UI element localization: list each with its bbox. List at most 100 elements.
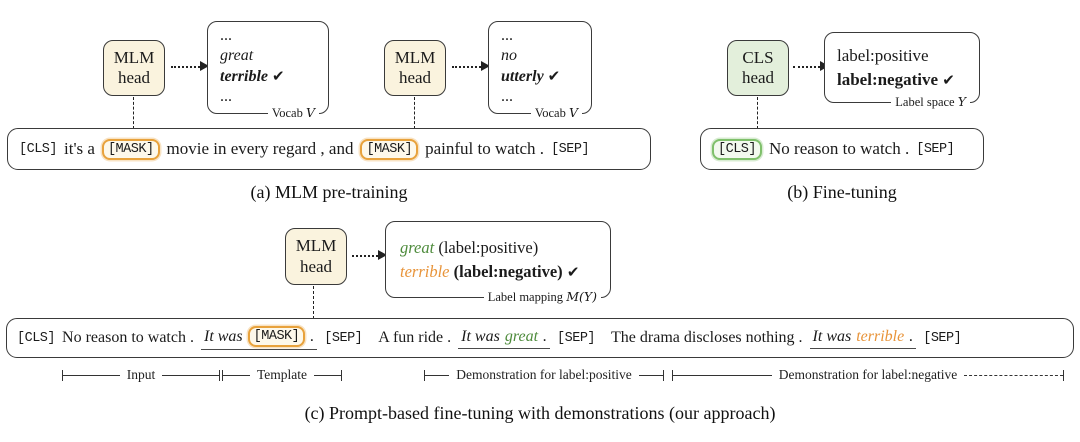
sep-token: [SEP]	[324, 330, 363, 346]
sentence-box-a: [CLS] it's a [MASK] movie in every regar…	[7, 128, 651, 170]
vocab-word-1: no	[501, 47, 517, 64]
demo-negative-suffix: .	[909, 327, 914, 345]
mapping-word-terrible: terrible	[400, 261, 450, 281]
cls-token-highlighted: [CLS]	[712, 138, 763, 160]
mask-token: [MASK]	[360, 138, 419, 160]
vocab-list-1: ... great terrible ✔ ...	[208, 22, 328, 113]
vocab-list-2: ... no utterly ✔ ...	[489, 22, 591, 113]
span-demo-positive-label: Demonstration for label:positive	[456, 367, 632, 382]
template-prefix: It was	[203, 327, 243, 345]
label-positive: label:positive	[837, 45, 929, 65]
span-demo-positive: Demonstration for label:positive	[424, 366, 664, 384]
caption-b: (b) Fine-tuning	[787, 182, 897, 202]
vocab-box-2: ... no utterly ✔ ... Vocab V	[488, 21, 592, 121]
demo-negative-template: It was terrible .	[809, 327, 917, 349]
dashed-arrow-icon	[793, 60, 829, 71]
sentence-b-text: No reason to watch .	[769, 139, 910, 158]
dashed-arrow-icon	[352, 249, 387, 260]
label-negative: label:negative	[837, 69, 939, 89]
bracket-line	[314, 374, 341, 376]
vocab-tag-2-text: Vocab	[534, 106, 566, 120]
demo-positive-template: It was great .	[458, 327, 551, 349]
bracket-line	[425, 374, 450, 376]
ellipsis-top: ...	[220, 27, 232, 44]
label-space-tag-text: Label space	[895, 95, 955, 109]
ellipsis-bottom: ...	[220, 88, 232, 105]
span-input: Input	[62, 366, 220, 384]
demo-negative-word: terrible	[856, 327, 905, 345]
ellipsis-top: ...	[501, 27, 513, 44]
check-icon: ✔	[942, 70, 955, 89]
span-demo-negative-label: Demonstration for label:negative	[778, 367, 958, 382]
template-suffix: .	[310, 327, 315, 345]
mapping-word-great: great	[400, 238, 435, 258]
sep-token: [SEP]	[916, 141, 955, 157]
dashed-connector-line	[133, 97, 134, 129]
dashed-connector-line	[313, 286, 314, 319]
vocab-word-2: terrible	[220, 68, 268, 85]
bracket-line	[673, 374, 772, 376]
cls-token: [CLS]	[19, 141, 58, 157]
sep-token: [SEP]	[923, 330, 962, 346]
bracket-tick	[62, 369, 64, 381]
sep-token: [SEP]	[551, 141, 590, 157]
demo-negative-text: The drama discloses nothing .	[611, 329, 803, 346]
cls-head-line1: CLS	[742, 47, 774, 67]
input-text: No reason to watch .	[62, 329, 194, 346]
mlm-head-box-2: MLM head	[384, 40, 446, 96]
label-space-tag: Label space Y	[891, 94, 970, 110]
sentence-a-text-1: it's a	[64, 139, 95, 158]
bracket-tick	[1062, 369, 1065, 381]
mapping-row-negative: terrible (label:negative) ✔	[400, 260, 610, 283]
vocab-symbol-1: V	[305, 105, 315, 120]
span-template: Template	[222, 366, 343, 384]
span-template-label: Template	[256, 367, 308, 382]
mlm-head-box-1: MLM head	[103, 40, 165, 96]
bracket-line	[162, 374, 219, 376]
bracket-tick	[424, 369, 426, 381]
vocab-word-1: great	[220, 47, 254, 64]
sentence-box-c: [CLS] No reason to watch . It was [MASK]…	[6, 318, 1074, 358]
demo-positive-text: A fun ride .	[378, 329, 452, 346]
check-icon: ✔	[272, 67, 285, 85]
vocab-word-2: utterly	[501, 68, 544, 85]
demo-positive-suffix: .	[543, 327, 548, 345]
mapping-label-negative: (label:negative)	[453, 261, 563, 281]
check-icon: ✔	[566, 262, 580, 281]
label-mapping-symbol: M(Y)	[566, 289, 597, 304]
vocab-tag-1-text: Vocab	[271, 106, 303, 120]
mlm-head-1-line1: MLM	[113, 47, 155, 67]
label-space-box: label:positive label:negative ✔ Label sp…	[824, 32, 980, 110]
mlm-head-3-line1: MLM	[295, 236, 337, 256]
bracket-tick	[222, 369, 224, 381]
dashed-arrow-icon	[171, 60, 209, 71]
vocab-word-2-row: terrible ✔	[220, 67, 328, 86]
mapping-row-positive: great (label:positive)	[400, 236, 610, 259]
vocab-box-1: ... great terrible ✔ ... Vocab V	[207, 21, 329, 121]
mlm-head-1-line2: head	[117, 68, 151, 87]
ellipsis-bottom: ...	[501, 88, 513, 105]
caption-a: (a) MLM pre-training	[250, 182, 408, 202]
sentence-box-b: [CLS] No reason to watch . [SEP]	[700, 128, 984, 170]
caption-c: (c) Prompt-based fine-tuning with demons…	[304, 403, 776, 423]
vocab-symbol-2: V	[568, 105, 578, 120]
dashed-arrow-icon	[452, 60, 490, 71]
bracket-line-dashed	[964, 374, 1063, 376]
cls-head-line2: head	[741, 68, 775, 87]
sep-token: [SEP]	[557, 330, 596, 346]
label-space-symbol: Y	[957, 94, 966, 109]
bracket-tick	[672, 369, 674, 381]
label-negative-row: label:negative ✔	[837, 68, 979, 92]
sentence-a-text-2: movie in every regard , and	[166, 139, 354, 158]
cls-head-box: CLS head	[727, 40, 789, 96]
vocab-tag-1: Vocab V	[267, 105, 319, 121]
mlm-head-box-3: MLM head	[285, 228, 347, 285]
mlm-head-3-line2: head	[299, 256, 333, 276]
bracket-line	[638, 374, 663, 376]
mask-token: [MASK]	[101, 138, 160, 160]
vocab-tag-2: Vocab V	[530, 105, 582, 121]
cls-token: [CLS]	[17, 330, 56, 346]
check-icon: ✔	[547, 67, 561, 85]
span-input-label: Input	[126, 367, 156, 382]
label-mapping-list: great (label:positive) terrible (label:n…	[386, 222, 610, 297]
